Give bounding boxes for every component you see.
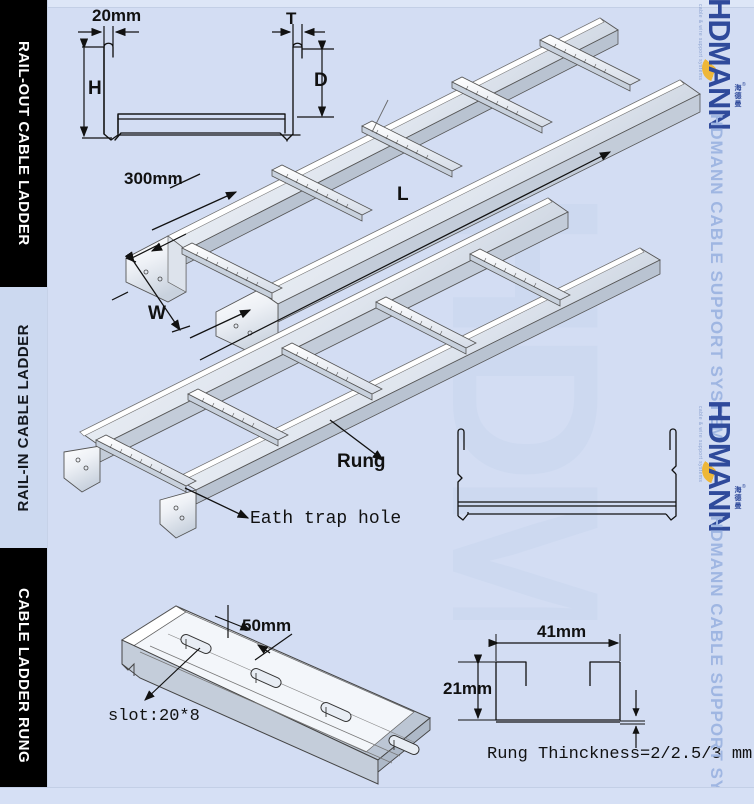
rail-out-cross-section-dimensions [78, 24, 334, 139]
label-slot-size: slot:20*8 [108, 707, 200, 726]
brand-logo-tagline: cable & wire support systems [697, 406, 703, 483]
category-sidebar: RAIL-OUT CABLE LADDER RAIL-IN CABLE LADD… [0, 0, 47, 804]
sidebar-divider [47, 0, 48, 804]
page-top-rule [0, 7, 754, 8]
label-height-h: H [88, 78, 102, 99]
brand-watermark-unit: HDMANN cable & wire support systems 海德曼 … [692, 0, 754, 441]
sidebar-item-cable-ladder-rung[interactable]: CABLE LADDER RUNG [0, 548, 47, 804]
label-thickness-t: T [286, 9, 297, 28]
rail-out-cable-ladder-isometric [125, 17, 701, 357]
brand-logo-trademark: ® [742, 484, 746, 490]
page-top-band [0, 0, 754, 7]
brand-logo-trademark: ® [742, 82, 746, 88]
brand-watermark-column: HDMANN cable & wire support systems 海德曼 … [692, 0, 754, 804]
brand-watermark-line: HDMANN CABLE SUPPORT SYSTEM [707, 516, 726, 804]
rail-in-cable-ladder-isometric [63, 197, 661, 539]
label-depth-d: D [314, 70, 328, 91]
brand-logo-text: HDMANN [702, 0, 737, 130]
sidebar-item-rail-out-cable-ladder[interactable]: RAIL-OUT CABLE LADDER [0, 0, 47, 287]
brand-logo-text: HDMANN [702, 400, 737, 532]
page-bottom-band [0, 788, 754, 804]
label-slot-spacing: 50mm [242, 616, 292, 635]
background-watermark: HDMANN [150, 190, 620, 620]
brand-logo-cn: 海德曼 [734, 486, 741, 510]
sidebar-item-label: RAIL-OUT CABLE LADDER [15, 41, 32, 246]
brand-watermark-line: HDMANN CABLE SUPPORT SYSTEM [707, 114, 726, 442]
logo-arc-icon [702, 54, 730, 82]
brand-logo-cn: 海德曼 [734, 84, 741, 108]
rung-profile-dimensions [473, 638, 645, 748]
sidebar-item-label: CABLE LADDER RUNG [15, 588, 32, 764]
label-earth-trap-hole: Eath trap hole [250, 509, 402, 529]
label-rung-spacing: 300mm [124, 169, 183, 188]
page-bottom-rule [0, 787, 754, 788]
brand-watermark-unit: HDMANN cable & wire support systems 海德曼 … [692, 396, 754, 804]
label-length-l: L [397, 184, 409, 205]
label-rung: Rung [337, 451, 386, 472]
rail-out-cross-section-outline [103, 42, 303, 142]
rung-profile-outline [458, 634, 621, 723]
brand-logo: HDMANN cable & wire support systems 海德曼 … [696, 0, 750, 130]
label-rung-profile-height: 21mm [443, 679, 493, 698]
sidebar-item-rail-in-cable-ladder[interactable]: RAIL-IN CABLE LADDER [0, 287, 47, 548]
label-rung-thickness-note: Rung Thinckness=2/2.5/3 mm [487, 745, 753, 764]
rail-out-ladder-dimensions [111, 151, 612, 361]
logo-arc-icon [702, 456, 730, 484]
label-width-w: W [148, 303, 166, 324]
label-flange-width: 20mm [92, 6, 142, 25]
rail-in-cross-section-outline [457, 428, 677, 521]
label-rung-profile-width: 41mm [537, 622, 587, 641]
brand-logo-tagline: cable & wire support systems [697, 4, 703, 81]
sidebar-item-label: RAIL-IN CABLE LADDER [15, 323, 32, 512]
brand-logo: HDMANN cable & wire support systems 海德曼 … [696, 400, 750, 532]
